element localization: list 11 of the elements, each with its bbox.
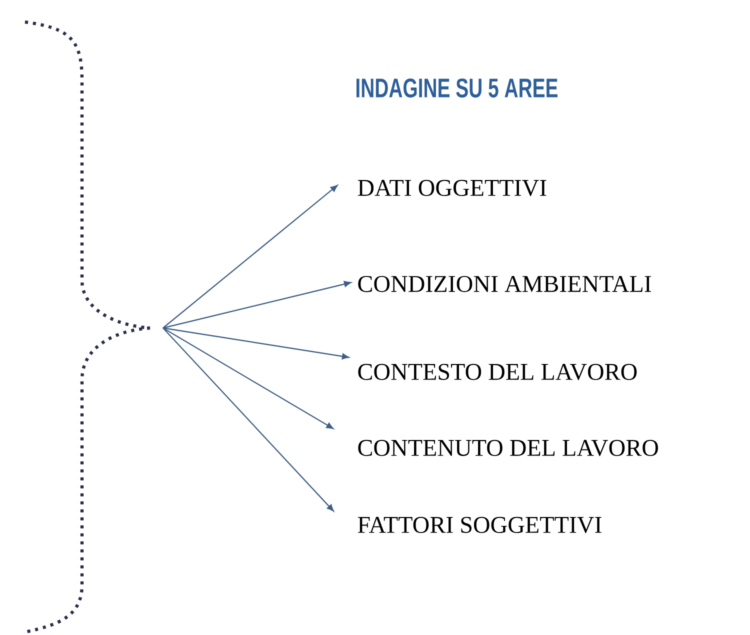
arrow	[162, 184, 338, 328]
arrow	[162, 327, 350, 360]
item-label: CONTESTO DEL LAVORO	[358, 364, 637, 380]
item-label: FATTORI SOGGETTIVI	[358, 516, 602, 534]
item-label: CONDIZIONI AMBIENTALI	[358, 276, 652, 292]
item-label: DATI OGGETTIVI	[358, 180, 546, 196]
title: INDAGINE SU 5 AREE	[356, 78, 558, 98]
arrow	[162, 327, 334, 430]
arrow	[162, 281, 352, 329]
arrow	[162, 328, 334, 512]
item-label: CONTENUTO DEL LAVORO	[358, 440, 658, 456]
